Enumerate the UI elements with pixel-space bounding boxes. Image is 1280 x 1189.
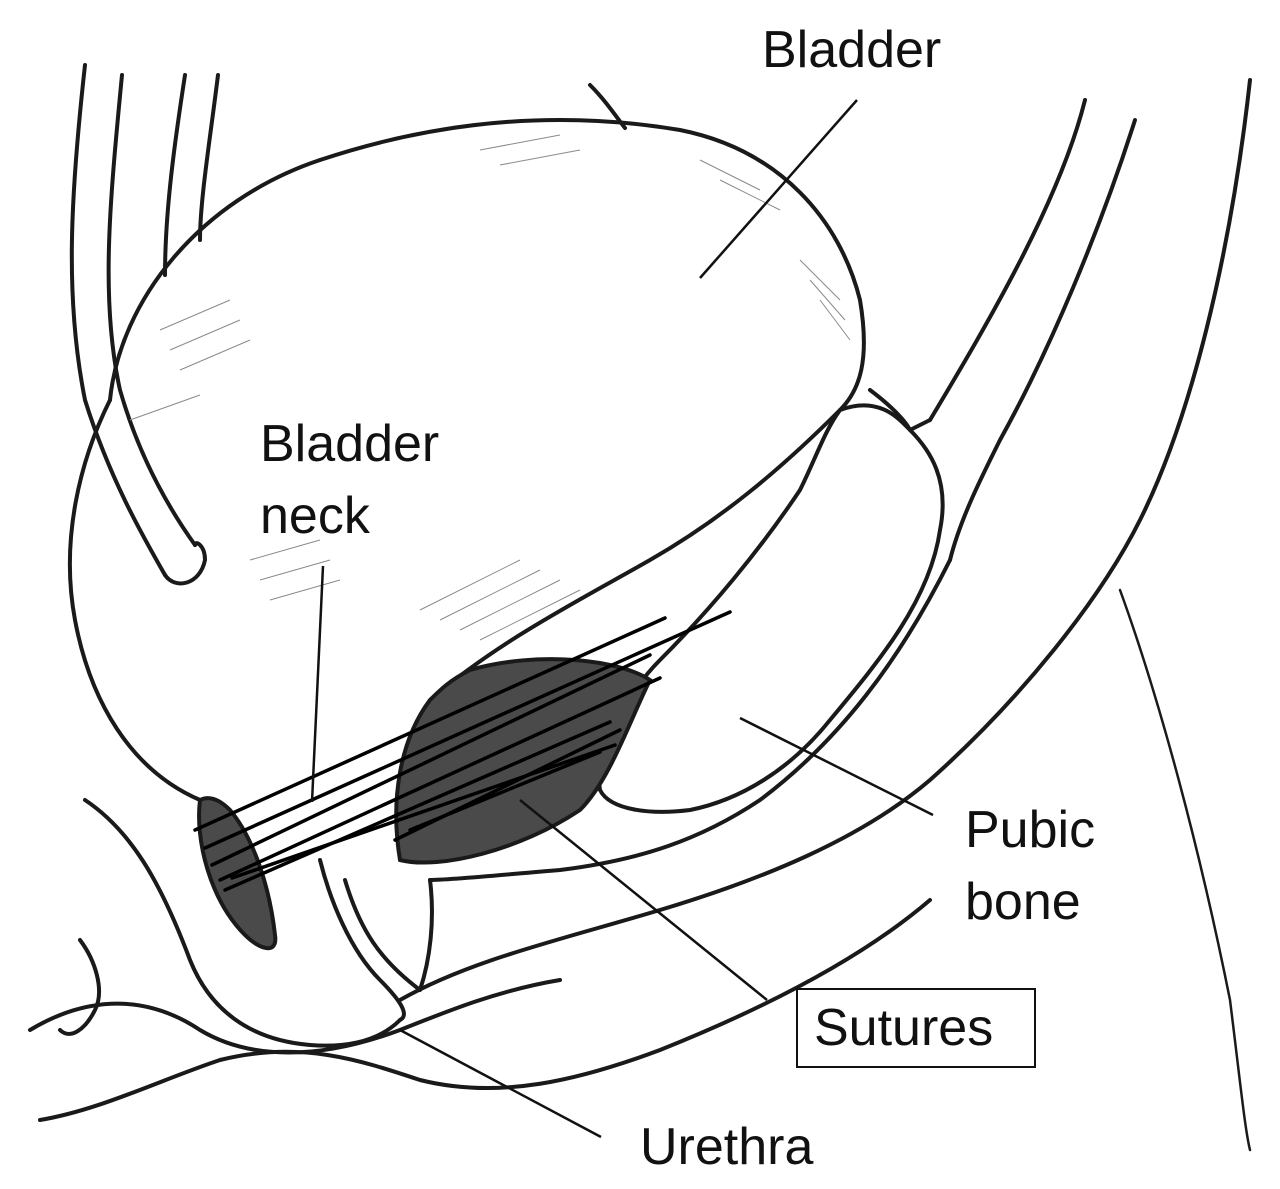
urethra-leader (399, 1028, 602, 1139)
right-wall-1 (928, 98, 1087, 422)
urethra-base (38, 898, 932, 1122)
bladder-lower-left (67, 398, 202, 802)
left-ureter-inner (106, 73, 197, 547)
pubic-ridge (868, 388, 932, 432)
sutures-label: Sutures (796, 988, 1036, 1068)
bladder-leader (699, 99, 858, 279)
suture-lines (193, 610, 732, 892)
pelvic-floor (428, 558, 952, 882)
vaginal-wall (318, 858, 406, 1022)
bladder-neck-label-line1: Bladder (260, 415, 440, 473)
right-wall-2 (948, 118, 1137, 562)
right-wall-4 (1118, 588, 1252, 1152)
bladder-shading (129, 134, 851, 641)
sutures-leader (519, 799, 768, 1001)
rear-ureter-2 (198, 73, 220, 242)
rear-ureter-1 (163, 73, 187, 277)
vaginal-wall-2 (343, 878, 434, 992)
pubic-bone-leader (739, 716, 934, 817)
pubic-bone-label-line1: Pubic (965, 801, 1096, 859)
right-wall-3 (398, 78, 1252, 1002)
urethra-label: Urethra (640, 1118, 814, 1176)
pubic-bone-outline (597, 403, 945, 814)
bladder-top-tab (588, 83, 627, 130)
bladder-outline (108, 118, 866, 702)
left-tissue-fold (58, 938, 101, 1036)
pubic-bone-label-line2: bone (965, 873, 1081, 931)
left-ureter-tip (163, 541, 207, 586)
bladder-label: Bladder (762, 21, 942, 79)
bladder-neck-label-line2: neck (260, 487, 370, 545)
left-ureter-outer (69, 63, 167, 577)
bladder-neck-leader (310, 565, 325, 803)
